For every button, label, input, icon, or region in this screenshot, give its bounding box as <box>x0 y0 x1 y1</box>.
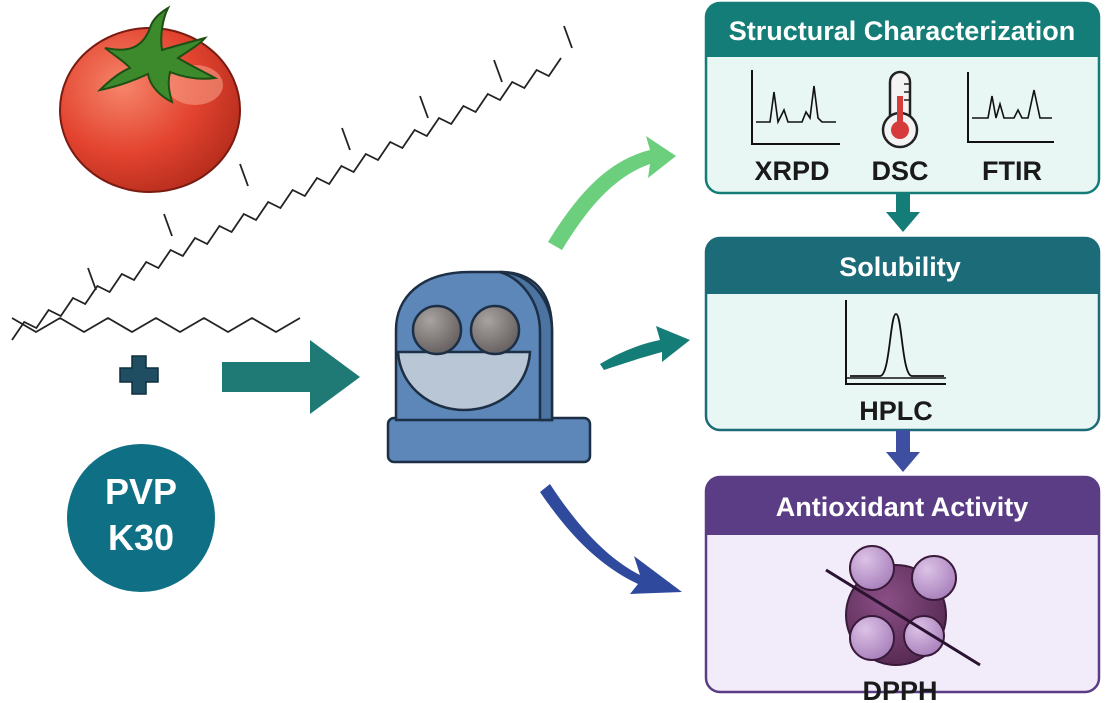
dpph-label: DPPH <box>862 676 937 703</box>
panel-structural: Structural Characterization XRPD DSC FTI… <box>704 1 1101 195</box>
arrow-to-antioxidant <box>540 484 682 594</box>
pvp-label-line1: PVP <box>105 471 177 512</box>
methyl-branch <box>163 213 173 237</box>
antioxidant-title: Antioxidant Activity <box>776 492 1029 522</box>
arrow-structural-to-solubility <box>886 193 920 232</box>
xrpd-label: XRPD <box>754 156 829 186</box>
arrow-into-mill <box>222 340 360 414</box>
structural-title: Structural Characterization <box>729 16 1076 46</box>
methyl-branch <box>87 267 97 291</box>
ftir-spectrum-icon <box>967 72 1054 143</box>
hplc-chromatogram-icon <box>845 300 946 385</box>
dpph-radical-icon <box>825 545 981 667</box>
dsc-label: DSC <box>871 156 928 186</box>
ball-mill-icon <box>386 270 592 464</box>
methyl-branch <box>419 95 429 119</box>
solubility-title: Solubility <box>839 252 961 282</box>
plus-icon <box>119 355 159 395</box>
methyl-branch <box>563 25 573 49</box>
panel-solubility: Solubility HPLC <box>704 236 1101 432</box>
pvp-k30-badge: PVP K30 <box>67 444 215 592</box>
arrow-to-structural <box>548 136 676 250</box>
methyl-branch <box>239 163 249 187</box>
xrpd-pattern-icon <box>751 70 840 145</box>
arrow-solubility-to-antioxidant <box>886 430 920 472</box>
methyl-branch <box>341 127 351 151</box>
ftir-label: FTIR <box>982 156 1042 186</box>
tomato-icon <box>59 5 241 193</box>
hplc-label: HPLC <box>859 396 933 426</box>
arrow-to-solubility <box>600 326 690 370</box>
pvp-label-line2: K30 <box>108 517 174 558</box>
methyl-branch <box>493 59 503 83</box>
lycopene-backbone <box>11 57 562 341</box>
thermometer-icon <box>881 70 919 149</box>
panel-antioxidant: Antioxidant Activity DPPH <box>704 475 1101 703</box>
lycopene-structure-icon <box>11 317 301 333</box>
lycopene-chain <box>11 25 573 341</box>
